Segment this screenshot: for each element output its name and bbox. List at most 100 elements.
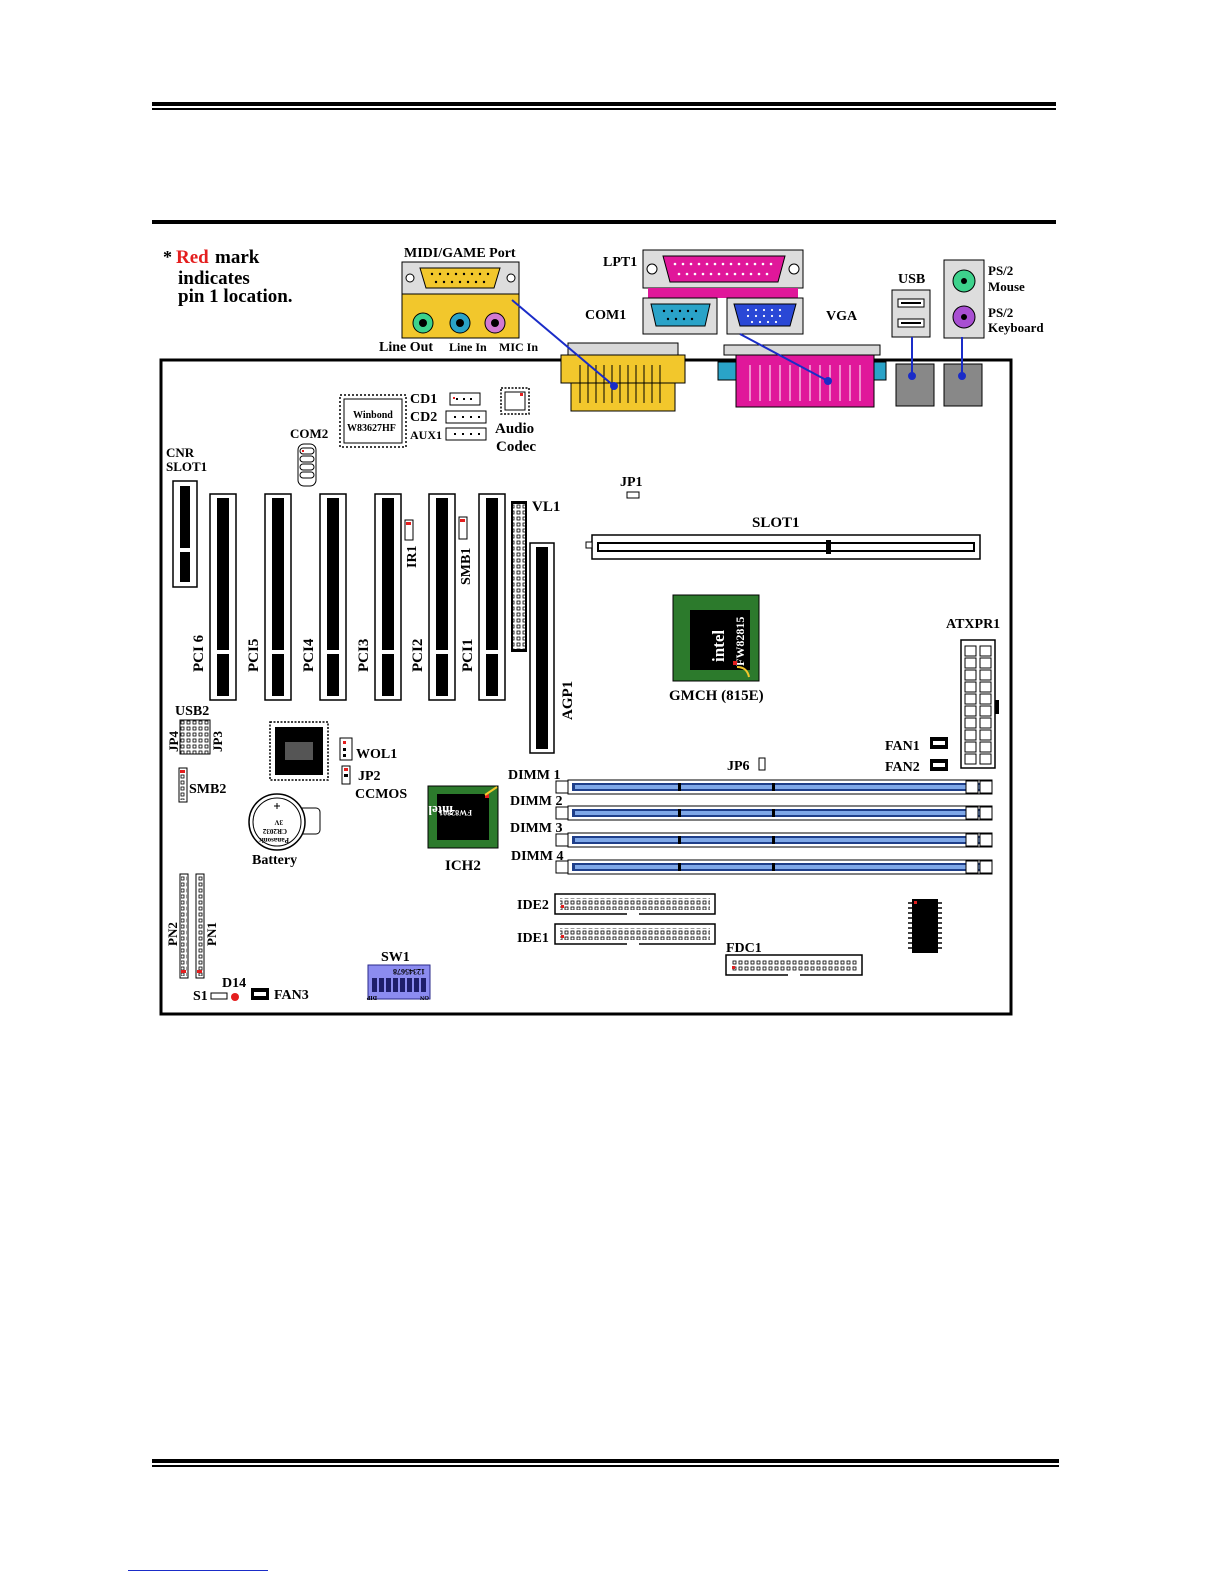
svg-text:FDC1: FDC1 xyxy=(726,941,762,956)
svg-text:DIP: DIP xyxy=(366,994,377,1000)
pci5-label: PCI5 xyxy=(246,639,262,672)
svg-text:ON: ON xyxy=(419,994,429,1000)
pci6-label: PCI 6 xyxy=(191,634,207,672)
pci-slot-6: PCI 6 xyxy=(191,493,237,701)
svg-text:ATXPR1: ATXPR1 xyxy=(946,617,1000,632)
midi-game-port-label: MIDI/GAME Port xyxy=(404,246,516,261)
com2-header: COM2 xyxy=(290,426,328,487)
wol1-header: WOL1 xyxy=(339,737,397,762)
pci-slot-5: PCI5 xyxy=(246,493,292,701)
svg-text:USB2: USB2 xyxy=(175,704,209,719)
ide1-connector: IDE1 xyxy=(517,923,716,946)
fan2-header: FAN2 xyxy=(885,759,948,775)
svg-text:Winbond: Winbond xyxy=(353,410,393,421)
svg-text:indicates: indicates xyxy=(178,268,250,289)
pci-slot-4: PCI4 xyxy=(301,493,347,701)
vga-label: VGA xyxy=(826,309,858,324)
smb2-header: SMB2 xyxy=(178,767,226,803)
svg-text:JP4: JP4 xyxy=(166,731,181,752)
mic-in-label: MIC In xyxy=(499,340,538,354)
svg-text:SLOT1: SLOT1 xyxy=(166,459,207,474)
line-out-label: Line Out xyxy=(379,340,433,355)
sw1-dip-switch: SW1 12345678 DIP ON xyxy=(366,950,431,1000)
smb1-header: SMB1 xyxy=(458,516,474,585)
svg-text:intel: intel xyxy=(428,803,453,818)
svg-text:D14: D14 xyxy=(222,976,246,991)
jp1-jumper: JP1 xyxy=(620,475,643,499)
game-port-connector xyxy=(560,342,686,412)
legend-red-word: Red xyxy=(176,247,209,268)
footer-rule xyxy=(152,1459,1059,1467)
svg-text:VL1: VL1 xyxy=(532,499,560,515)
pci-slots: PCI 6 PCI5 PCI4 PCI3 PCI xyxy=(191,493,506,701)
dimm-4: DIMM 4 xyxy=(511,849,993,875)
svg-text:IR1: IR1 xyxy=(405,545,420,568)
svg-text:IDE2: IDE2 xyxy=(517,898,549,913)
header-rule xyxy=(152,102,1056,110)
pci1-label: PCI1 xyxy=(460,639,476,672)
pn1-header: PN1 xyxy=(195,873,219,979)
usb-ports: USB xyxy=(891,272,931,338)
svg-text:FW82801: FW82801 xyxy=(439,808,472,817)
usb-label: USB xyxy=(898,272,925,287)
bios-chip xyxy=(908,899,942,953)
lpt1-label: LPT1 xyxy=(603,255,637,270)
svg-text:CCMOS: CCMOS xyxy=(355,787,407,802)
svg-text:W83627HF: W83627HF xyxy=(347,423,396,434)
svg-text:DIMM 2: DIMM 2 xyxy=(510,794,563,809)
lpt-com-vga-ports: LPT1 COM1 VGA xyxy=(585,249,858,335)
pci4-label: PCI4 xyxy=(301,638,317,672)
svg-text:COM2: COM2 xyxy=(290,426,328,441)
s1-switch: S1 xyxy=(193,989,228,1004)
pci3-label: PCI3 xyxy=(356,639,372,672)
svg-text:Codec: Codec xyxy=(496,439,536,455)
cmos-battery: Panasonic CR2032 3V Battery xyxy=(248,793,321,868)
svg-text:SMB2: SMB2 xyxy=(189,782,226,797)
svg-text:CD1: CD1 xyxy=(410,392,437,407)
atx-power-connector: ATXPR1 xyxy=(946,617,1000,769)
svg-text:ICH2: ICH2 xyxy=(445,858,481,874)
cpu-slot1: SLOT1 xyxy=(585,515,981,560)
svg-text:WOL1: WOL1 xyxy=(356,747,397,762)
fan3-header: FAN3 xyxy=(251,988,309,1003)
audio-codec-chip: Audio Codec xyxy=(495,387,536,455)
svg-text:PS/2: PS/2 xyxy=(988,305,1013,320)
svg-text:PS/2: PS/2 xyxy=(988,263,1013,278)
dimm-slots: DIMM 1 DIMM 2 DIMM 3 xyxy=(508,768,993,875)
svg-text:Panasonic: Panasonic xyxy=(259,836,289,844)
svg-text:JP3: JP3 xyxy=(210,731,225,752)
footer-link-underline xyxy=(128,1570,268,1571)
svg-text:intel: intel xyxy=(709,630,728,662)
ps2-ports: PS/2 Mouse PS/2 Keyboard xyxy=(943,259,1044,339)
usb-connector xyxy=(895,363,935,407)
svg-text:PN1: PN1 xyxy=(204,922,219,946)
svg-text:SLOT1: SLOT1 xyxy=(752,515,800,531)
dimm-2: DIMM 2 xyxy=(510,794,993,821)
svg-text:CNR: CNR xyxy=(166,445,195,460)
line-in-label: Line In xyxy=(449,340,487,354)
svg-text:DIMM 4: DIMM 4 xyxy=(511,849,564,864)
pci-slot-2: PCI2 xyxy=(410,493,456,701)
d14-led: D14 xyxy=(222,976,246,1001)
fdc1-connector: FDC1 xyxy=(725,941,863,977)
svg-text:3V: 3V xyxy=(274,818,283,826)
dimm-3: DIMM 3 xyxy=(510,821,993,848)
section-rule xyxy=(152,220,1056,224)
usb2-header: USB2 JP4 JP3 xyxy=(166,704,225,755)
pci-slot-1: PCI1 xyxy=(460,493,506,701)
svg-text:IDE1: IDE1 xyxy=(517,931,549,946)
ir1-header: IR1 xyxy=(404,519,420,568)
gmch-label: GMCH (815E) xyxy=(669,688,764,704)
svg-text:SMB1: SMB1 xyxy=(459,548,474,585)
cnr-slot: CNR SLOT1 xyxy=(166,445,207,588)
leader-lines xyxy=(511,299,966,390)
dimm-1: DIMM 1 xyxy=(508,768,993,795)
jp2-ccmos-jumper: JP2 CCMOS xyxy=(341,765,407,802)
svg-text:JP1: JP1 xyxy=(620,475,643,490)
com1-label: COM1 xyxy=(585,308,626,323)
svg-text:DIMM 3: DIMM 3 xyxy=(510,821,563,836)
svg-text:JP2: JP2 xyxy=(358,769,381,784)
pci2-label: PCI2 xyxy=(410,639,426,672)
svg-text:PN2: PN2 xyxy=(165,922,180,946)
svg-text:AUX1: AUX1 xyxy=(410,428,442,442)
